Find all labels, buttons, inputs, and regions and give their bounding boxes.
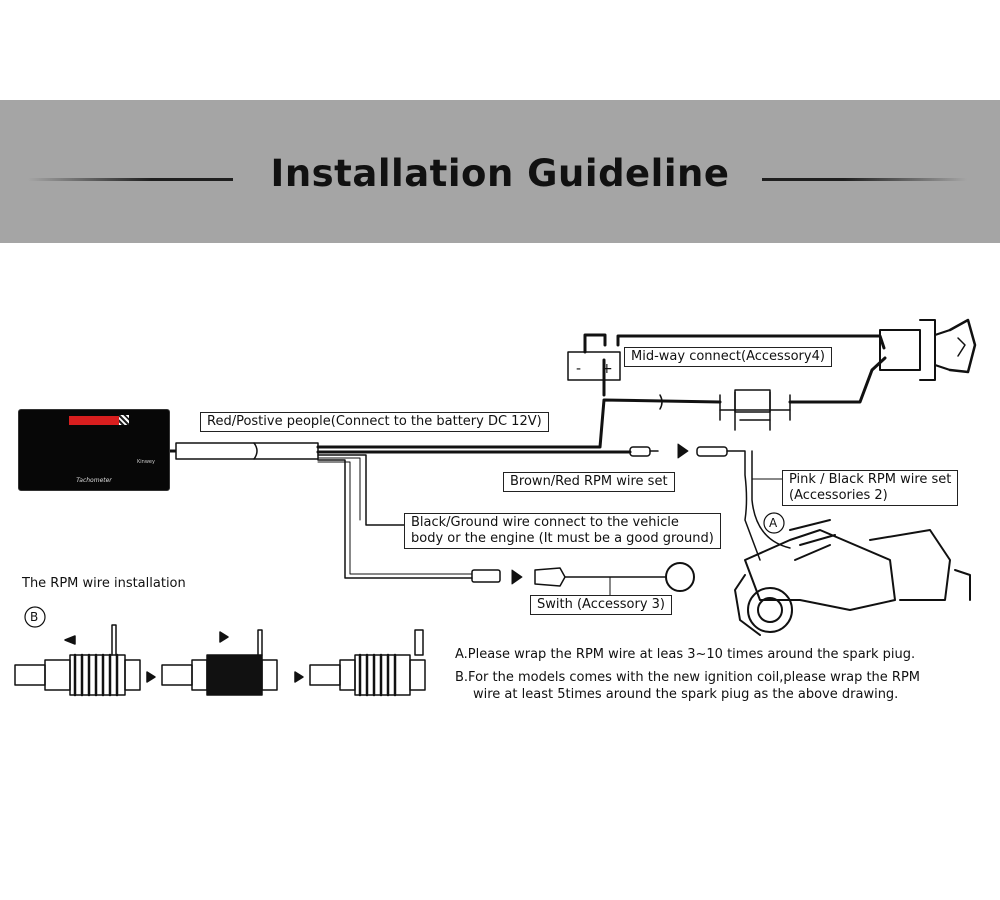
marker-b: B xyxy=(30,610,39,624)
checkered-flag-icon xyxy=(119,415,129,425)
label-pink-black: Pink / Black RPM wire set (Accessories 2… xyxy=(782,470,959,506)
tachometer-device: Kinwey Tachometer xyxy=(18,409,170,491)
instruction-a: A.Please wrap the RPM wire at leas 3~10 … xyxy=(455,647,916,662)
header-band xyxy=(0,100,1000,243)
tach-rpm-bar xyxy=(69,416,119,425)
header-left-rule xyxy=(28,178,233,181)
label-ground-line1: Black/Ground wire connect to the vehicle xyxy=(411,515,679,530)
ground-wire xyxy=(317,454,406,526)
fuse-holder xyxy=(734,389,771,413)
instruction-b-line2: wire at least 5times around the spark pi… xyxy=(473,687,899,702)
label-red-wire: Red/Postive people(Connect to the batter… xyxy=(200,412,549,432)
switch-wire xyxy=(317,459,473,579)
label-pink-black-line1: Pink / Black RPM wire set xyxy=(789,472,952,487)
label-ground-line2: body or the engine (It must be a good gr… xyxy=(411,531,714,546)
rpm-install-steps xyxy=(14,624,426,697)
tach-label: Tachometer xyxy=(76,477,112,484)
battery xyxy=(567,351,621,381)
label-switch: Swith (Accessory 3) xyxy=(530,595,673,615)
instruction-b-line1: B.For the models comes with the new igni… xyxy=(455,670,921,685)
ignition-coil xyxy=(734,519,971,636)
battery-loop xyxy=(583,333,886,354)
rpm-install-title: The RPM wire installation xyxy=(22,576,186,591)
header-right-rule xyxy=(762,178,967,181)
ignition-switch xyxy=(879,329,921,371)
battery-plus: + xyxy=(601,361,613,377)
label-brown-red: Brown/Red RPM wire set xyxy=(503,472,675,492)
tach-brand: Kinwey xyxy=(137,459,155,465)
label-ground: Black/Ground wire connect to the vehicle… xyxy=(404,513,721,549)
marker-a: A xyxy=(769,516,778,530)
harness-sleeve xyxy=(175,442,319,460)
battery-minus: - xyxy=(576,361,581,377)
midway-loop xyxy=(788,356,887,404)
label-pink-black-line2: (Accessories 2) xyxy=(789,488,888,503)
switch-connector xyxy=(534,567,566,587)
label-midway: Mid-way connect(Accessory4) xyxy=(624,347,832,367)
page-title: Installation Guideline xyxy=(270,152,730,195)
